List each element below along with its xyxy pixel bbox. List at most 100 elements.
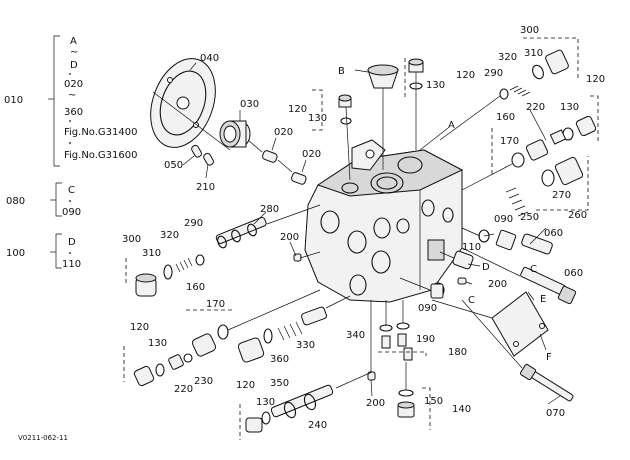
callout-230: 230 — [194, 376, 213, 387]
callout-070: 070 — [546, 408, 565, 419]
callout-130: 130 — [148, 338, 167, 349]
range-d-label: D — [70, 60, 78, 71]
callout-280: 280 — [260, 204, 279, 215]
callout-110: 110 — [462, 242, 481, 253]
callout-190: 190 — [416, 334, 435, 345]
fig-g31600-label: Fig.No.G31600 — [64, 150, 138, 161]
callout-060: 060 — [564, 268, 583, 279]
callout-200: 200 — [366, 398, 385, 409]
small-plug-200-bottom — [367, 300, 376, 381]
cover-plate-e — [431, 291, 549, 357]
needle-bearing-030 — [219, 120, 251, 148]
callout-130: 130 — [308, 113, 327, 124]
callout-130: 130 — [256, 397, 275, 408]
range-tilde: ~ — [68, 90, 76, 101]
plug-assembly-260 — [505, 156, 589, 217]
callout-200: 200 — [280, 232, 299, 243]
diagram-code: V0211-062-11 — [18, 434, 68, 442]
range-tilde: ~ — [70, 47, 78, 58]
group-080-part: 090 — [62, 207, 81, 218]
leader-lines — [182, 62, 561, 405]
callout-c: C — [530, 264, 537, 275]
spool-280 — [215, 204, 321, 249]
callout-130: 130 — [560, 102, 579, 113]
callout-f: F — [546, 352, 552, 363]
callout-300: 300 — [520, 25, 539, 36]
part-360-label: 360 — [64, 107, 83, 118]
callout-340: 340 — [346, 330, 365, 341]
callout-330: 330 — [296, 340, 315, 351]
relief-cartridge-060-upper — [461, 227, 553, 255]
callout-b: B — [338, 66, 345, 77]
plug-120-upper — [404, 58, 424, 150]
group-080-number: 080 — [6, 196, 25, 207]
legend-group-010: 010 A ~ D 020 ~ 360 Fig.No.G31400 Fig.No… — [4, 35, 138, 167]
plug-120-left — [312, 89, 352, 181]
callout-170: 170 — [206, 299, 225, 310]
callout-310: 310 — [142, 248, 161, 259]
plug-assembly-160-left — [186, 289, 321, 357]
plug-110-d — [439, 250, 474, 270]
callout-labels: 040 030 020 020 050 210 120 130 B 120 13… — [122, 25, 605, 431]
callout-020: 020 — [274, 127, 293, 138]
callout-a: A — [448, 120, 455, 131]
callout-300: 300 — [122, 234, 141, 245]
callout-220: 220 — [526, 102, 545, 113]
callout-060: 060 — [544, 228, 563, 239]
callout-270: 270 — [552, 190, 571, 201]
callout-150: 150 — [424, 396, 443, 407]
part-020-label: 020 — [64, 79, 83, 90]
callout-220: 220 — [174, 384, 193, 395]
plug-assembly-300-right — [439, 37, 579, 141]
callout-350: 350 — [270, 378, 289, 389]
shaft-240 — [239, 371, 373, 440]
plug-b — [367, 64, 399, 170]
group-080-letter: C — [68, 185, 75, 196]
plug-200-left — [293, 251, 321, 262]
group-010-number: 010 — [4, 95, 23, 106]
callout-210: 210 — [196, 182, 215, 193]
callout-320: 320 — [498, 52, 517, 63]
callout-120: 120 — [288, 104, 307, 115]
callout-250: 250 — [520, 212, 539, 223]
callout-050: 050 — [164, 160, 183, 171]
callout-020: 020 — [302, 149, 321, 160]
fig-g31400-label: Fig.No.G31400 — [64, 127, 138, 138]
plug-assembly-140 — [397, 362, 431, 430]
valve-body — [304, 139, 464, 303]
callout-e: E — [540, 294, 546, 305]
callout-130: 130 — [426, 80, 445, 91]
group-100-number: 100 — [6, 248, 25, 259]
legend-group-100: 100 D 110 — [6, 233, 81, 270]
long-bolt-070 — [461, 299, 574, 402]
callout-030: 030 — [240, 99, 259, 110]
callout-120: 120 — [586, 74, 605, 85]
plug-350-spring-330 — [237, 295, 351, 363]
legend-group-080: 080 C 090 — [6, 182, 81, 218]
callout-c: C — [468, 295, 475, 306]
plug-assembly-120-left — [123, 346, 193, 387]
callout-120: 120 — [236, 380, 255, 391]
callout-170: 170 — [500, 136, 519, 147]
plug-assembly-190 — [378, 300, 427, 361]
group-100-part: 110 — [62, 259, 81, 270]
callout-290: 290 — [484, 68, 503, 79]
pins — [191, 139, 307, 185]
range-a-label: A — [70, 36, 77, 47]
callout-180: 180 — [448, 347, 467, 358]
callout-120: 120 — [130, 322, 149, 333]
callout-090: 090 — [494, 214, 513, 225]
plug-assembly-160-right — [461, 128, 549, 191]
group-100-letter: D — [68, 237, 76, 248]
bolt-060-lower — [461, 247, 577, 305]
callout-290: 290 — [184, 218, 203, 229]
callout-260: 260 — [568, 210, 587, 221]
callout-320: 320 — [160, 230, 179, 241]
plug-assembly-300-left — [125, 254, 205, 297]
callout-160: 160 — [496, 112, 515, 123]
callout-160: 160 — [186, 282, 205, 293]
callout-120: 120 — [456, 70, 475, 81]
callout-360: 360 — [270, 354, 289, 365]
